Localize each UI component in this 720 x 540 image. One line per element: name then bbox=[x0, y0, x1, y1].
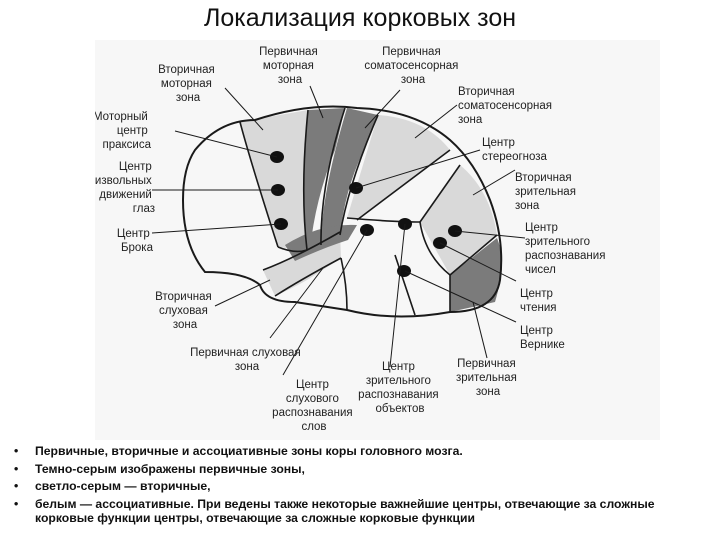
wernicke-centre-dot bbox=[397, 265, 411, 277]
bullet-icon: • bbox=[14, 496, 19, 511]
caption-item: •белым — ассоциативные. При ведены также… bbox=[14, 496, 655, 526]
primary-somatosensory-zone bbox=[321, 108, 378, 245]
label-stereognosis-centre: Центр стереогноза bbox=[482, 137, 548, 163]
label-secondary-somatosensory-zone: Вторичная соматосенсорная зона bbox=[458, 86, 555, 126]
secondary-somatosensory-zone bbox=[347, 115, 450, 220]
brain-outline bbox=[181, 105, 503, 318]
label-primary-motor-zone: Первичная моторная зона bbox=[259, 46, 321, 86]
label-word-recognition-centre: Центр слухового распознавания слов bbox=[272, 379, 356, 433]
label-eye-movement-centre: Центр произвольных движений глаз bbox=[95, 161, 155, 215]
bullet-icon: • bbox=[14, 444, 19, 458]
bullet-icon: • bbox=[14, 461, 19, 476]
label-wernicke-centre: Центр Вернике bbox=[520, 325, 565, 351]
caption-item: •светло-серым — вторичные, bbox=[14, 479, 211, 493]
label-praxis-centre: Моторный центр праксиса bbox=[95, 111, 152, 151]
bullet-icon: • bbox=[14, 479, 19, 493]
caption-item: •Темно-серым изображены первичные зоны, bbox=[14, 461, 305, 476]
label-secondary-motor-zone: Вторичная моторная зона bbox=[158, 64, 218, 104]
secondary-motor-zone bbox=[240, 110, 308, 250]
label-number-recognition-centre: Центр зрительного распознавания чисел bbox=[525, 222, 609, 276]
page-title: Локализация корковых зон bbox=[203, 4, 517, 32]
primary-visual-zone bbox=[450, 238, 502, 312]
label-primary-auditory-zone: Первичная слуховая зона bbox=[190, 347, 304, 373]
label-secondary-auditory-zone: Вторичная слуховая зона bbox=[155, 291, 215, 331]
label-primary-visual-zone: Первичная зрительная зона bbox=[456, 358, 520, 398]
caption-item: •Первичные, вторичные и ассоциативные зо… bbox=[14, 444, 463, 458]
label-broca-centre: Центр Брока bbox=[117, 228, 154, 254]
zone-boundaries bbox=[239, 107, 498, 316]
label-reading-centre: Центр чтения bbox=[520, 288, 557, 314]
label-secondary-visual-zone: Вторичная зрительная зона bbox=[515, 172, 579, 212]
brain-svg: Вторичная моторная зона Первичная моторн… bbox=[76, 40, 660, 440]
caption-list: •Первичные, вторичные и ассоциативные зо… bbox=[14, 444, 704, 529]
label-primary-somatosensory-zone: Первичная соматосенсорная зона bbox=[364, 46, 461, 86]
brain-diagram: Вторичная моторная зона Первичная моторн… bbox=[76, 40, 660, 440]
leader-lines bbox=[151, 85, 526, 376]
label-object-recognition-centre: Центр зрительного распознавания объектов bbox=[358, 361, 442, 415]
